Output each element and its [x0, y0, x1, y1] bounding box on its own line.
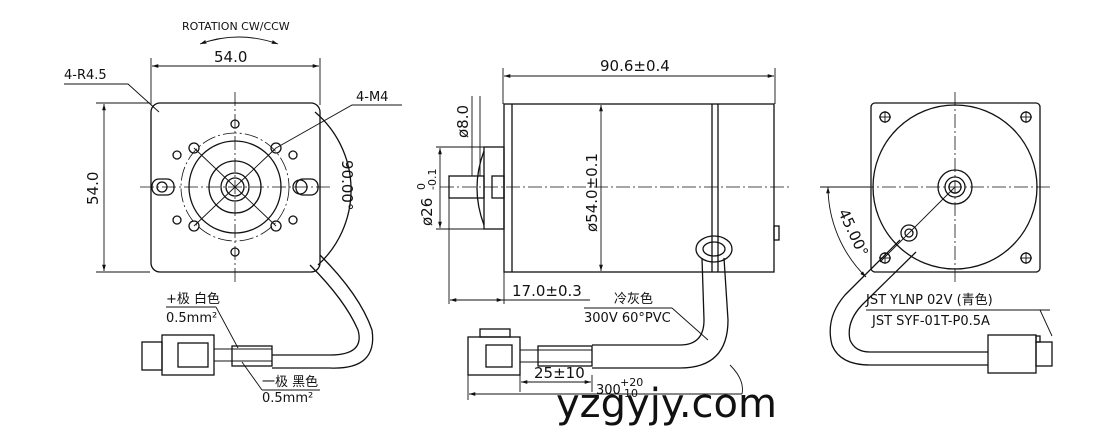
m4-holes	[188, 142, 282, 232]
watermark: yzgyjy.com	[556, 381, 777, 427]
length-dimension: 90.6±0.4	[600, 57, 670, 75]
cable-length: 300	[596, 383, 621, 398]
pilot-diameter: ø26	[418, 198, 436, 226]
rotation-arrow	[199, 36, 279, 45]
cable-length-upper: +20	[620, 376, 643, 389]
width-dimension: 54.0	[214, 48, 247, 66]
cable-spec-label: 300V 60°PVC	[584, 311, 671, 326]
corner-radius-label: 4-R4.5	[64, 68, 107, 83]
side-view: 90.6±0.4 ø8.0 ø26 0 -0.1 ø54.0±0.1	[415, 57, 790, 400]
shaft-length: 17.0±0.3	[512, 282, 582, 300]
pilot-lower-tol: -0.1	[426, 169, 439, 190]
front-view: ROTATION CW/CCW 54.0 54.0 4-R4.5	[64, 20, 402, 406]
strip-length: 25±10	[534, 364, 585, 382]
cable-length-lower: -10	[620, 387, 638, 400]
rear-connector	[987, 334, 1037, 374]
lead-positive-label: +极 白色	[166, 291, 220, 307]
motor-body	[503, 103, 775, 273]
rear-plate	[870, 102, 1041, 273]
lead-negative-size: 0.5mm²	[262, 391, 313, 406]
pilot-upper-tol: 0	[415, 183, 428, 190]
side-cable	[592, 257, 705, 346]
lead-positive-size: 0.5mm²	[166, 311, 217, 326]
mount-screws-label: 4-M4	[356, 90, 388, 105]
flange-plate	[150, 102, 321, 273]
rear-angle: 45.00°	[834, 206, 872, 259]
lead-negative-label: 一极 黑色	[262, 374, 318, 390]
rear-terminal-spec: JST SYF-01T-P0.5A	[871, 314, 990, 329]
body-diameter: ø54.0±0.1	[583, 153, 601, 232]
bolt-circle-label: 90.00°	[338, 160, 356, 210]
cable-color-label: 冷灰色	[614, 291, 653, 307]
rear-connector-spec: JST YLNP 02V (青色)	[865, 292, 993, 308]
height-dimension: 54.0	[84, 172, 102, 205]
front-connector	[161, 334, 215, 376]
shaft-diameter: ø8.0	[454, 105, 472, 138]
rear-view: 45.00° JST YLNP 02V (青色) JST SYF-01T-P0.…	[820, 92, 1053, 374]
rear-cable	[829, 239, 988, 366]
rotation-label: ROTATION CW/CCW	[182, 20, 290, 33]
